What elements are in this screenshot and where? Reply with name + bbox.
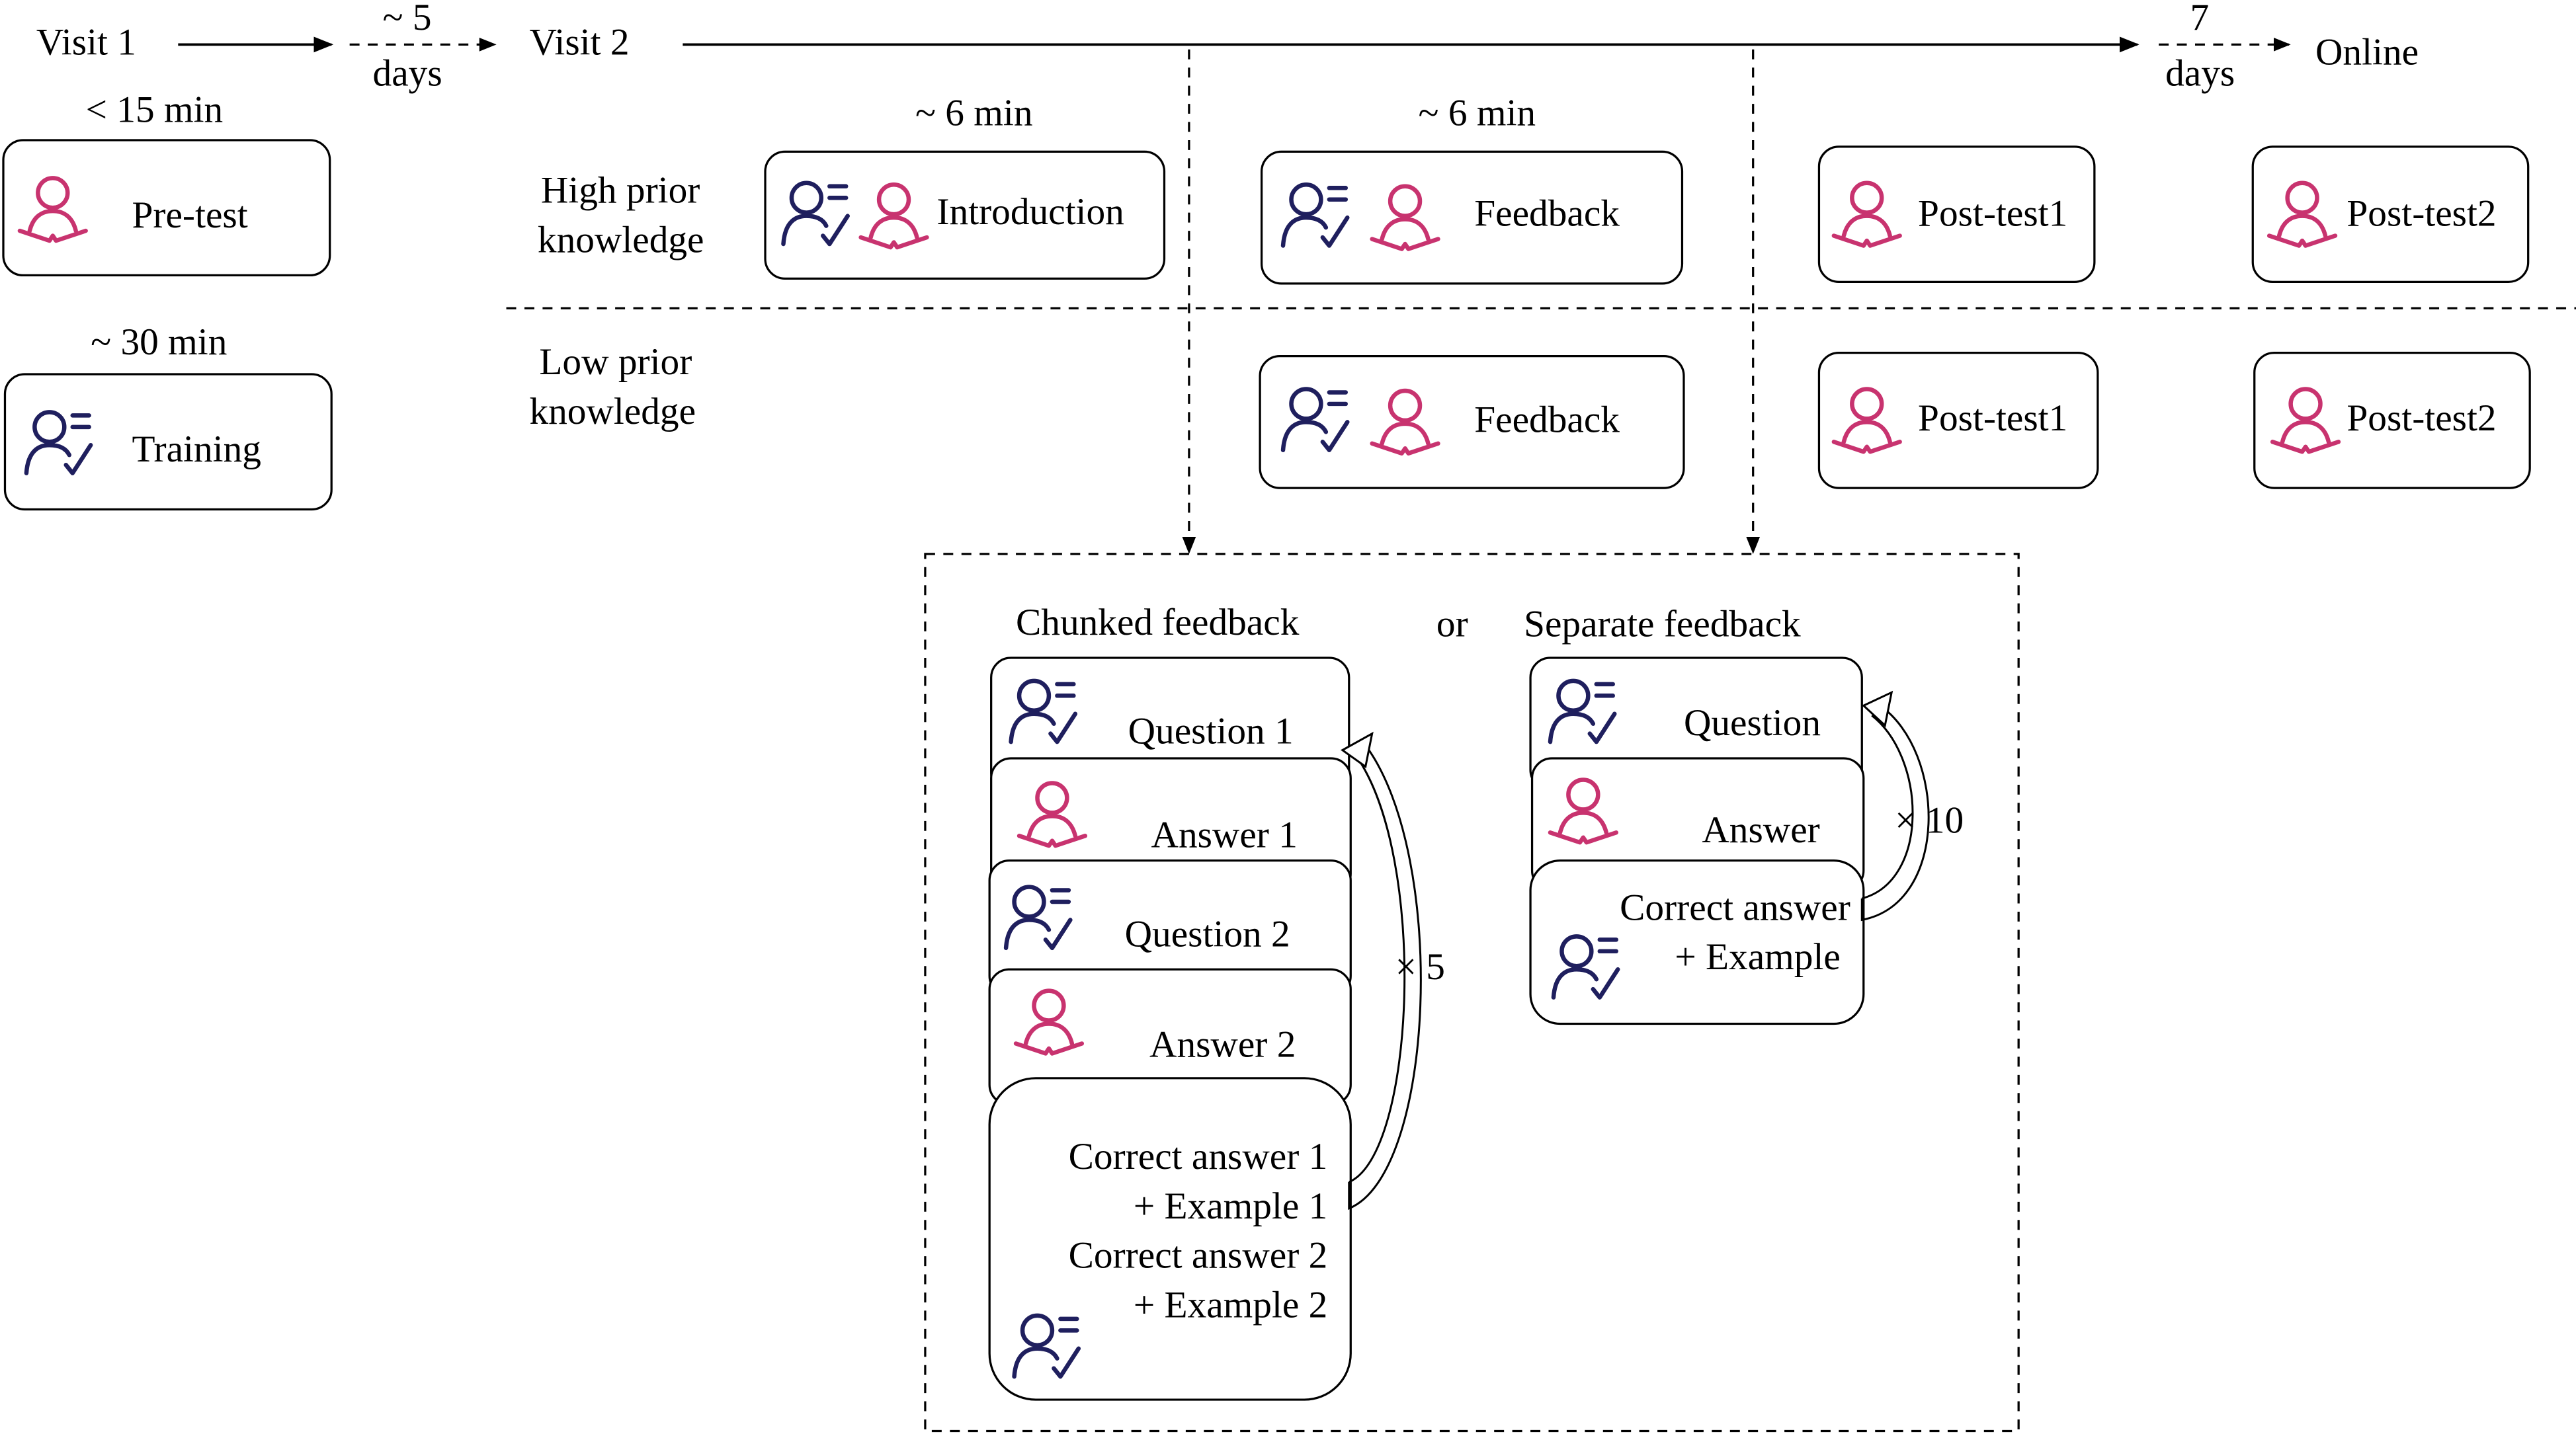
chunked-repeat-label: × 5 — [1395, 946, 1445, 988]
chunked-answer2: Answer 2 — [1149, 1023, 1296, 1065]
chunked-answer1: Answer 1 — [1151, 815, 1298, 856]
separate-repeat-label: × 10 — [1895, 799, 1964, 841]
posttest1-box-low: Post-test1 — [1817, 352, 2099, 489]
posttest1-label-high: Post-test1 — [1918, 193, 2067, 235]
chunked-question2: Question 2 — [1125, 913, 1290, 955]
separate-correct-card — [1529, 859, 1865, 1025]
chunked-example1: + Example 1 — [1134, 1185, 1328, 1227]
pretest-duration: < 15 min — [86, 89, 224, 131]
gap1-bottom-label: days — [373, 53, 442, 95]
visit2-label: Visit 2 — [529, 21, 629, 63]
feedback-box-high-frame — [1260, 150, 1684, 285]
posttest2-label-low: Post-test2 — [2347, 397, 2496, 439]
low-prior-line1: Low prior — [539, 341, 692, 383]
separate-loop-arrow — [1860, 690, 1930, 922]
gap1-top-label: ~ 5 — [383, 0, 432, 38]
pretest-box-frame — [2, 139, 331, 277]
training-duration: ~ 30 min — [91, 321, 227, 363]
posttest1-box-low-frame — [1817, 352, 2099, 489]
pretest-label: Pre-test — [132, 194, 247, 236]
gap2-top-label: 7 — [2190, 0, 2210, 38]
or-label: or — [1436, 604, 1468, 645]
visit1-label: Visit 1 — [36, 21, 136, 63]
feedback-box-low: Feedback — [1259, 354, 1685, 489]
training-box-frame — [3, 373, 333, 511]
introduction-label: Introduction — [936, 191, 1124, 233]
chunked-stack: Question 1 Answer 1 Question 2 Answer 2 … — [988, 657, 1352, 1401]
separate-stack: Question Answer Correct answer + Example — [1529, 657, 1865, 1025]
chunked-title: Chunked feedback — [1016, 602, 1300, 643]
posttest1-box-high-frame — [1817, 145, 2096, 284]
feedback-box-high: Feedback — [1260, 150, 1684, 285]
introduction-box-frame — [764, 150, 1166, 280]
feedback-label-high: Feedback — [1474, 193, 1620, 235]
separate-answer: Answer — [1702, 809, 1819, 851]
chunked-question1: Question 1 — [1128, 711, 1294, 752]
separate-example: + Example — [1675, 936, 1841, 978]
separate-correct: Correct answer — [1620, 887, 1850, 928]
training-box: Training — [3, 373, 333, 511]
intro-duration: ~ 6 min — [915, 93, 1033, 134]
posttest1-box-high: Post-test1 — [1817, 145, 2096, 284]
posttest2-box-low-frame — [2253, 352, 2531, 489]
introduction-box: Introduction — [764, 150, 1166, 280]
chunked-correct2: Correct answer 2 — [1069, 1235, 1328, 1277]
separate-question: Question — [1684, 702, 1821, 744]
posttest2-label-high: Post-test2 — [2347, 193, 2496, 235]
high-prior-line2: knowledge — [538, 219, 704, 261]
online-label: Online — [2315, 31, 2419, 73]
separate-title: Separate feedback — [1524, 604, 1801, 645]
chunked-correct-card — [988, 1077, 1352, 1401]
high-prior-line1: High prior — [541, 170, 700, 212]
posttest2-box-low: Post-test2 — [2253, 352, 2531, 489]
feedback-box-low-frame — [1259, 354, 1685, 489]
chunked-loop-arrow — [1340, 731, 1422, 1211]
posttest1-label-low: Post-test1 — [1918, 397, 2067, 439]
gap2-bottom-label: days — [2165, 53, 2235, 95]
posttest2-box-high: Post-test2 — [2251, 145, 2530, 284]
posttest2-box-high-frame — [2251, 145, 2530, 284]
feedback-duration: ~ 6 min — [1418, 93, 1536, 134]
training-label: Training — [132, 428, 261, 470]
feedback-detail-panel — [924, 553, 2020, 1433]
feedback-label-low: Feedback — [1474, 399, 1620, 440]
chunked-example2: + Example 2 — [1134, 1284, 1328, 1326]
low-prior-line2: knowledge — [529, 391, 696, 432]
pretest-box: Pre-test — [2, 139, 331, 277]
chunked-correct1: Correct answer 1 — [1069, 1136, 1328, 1177]
